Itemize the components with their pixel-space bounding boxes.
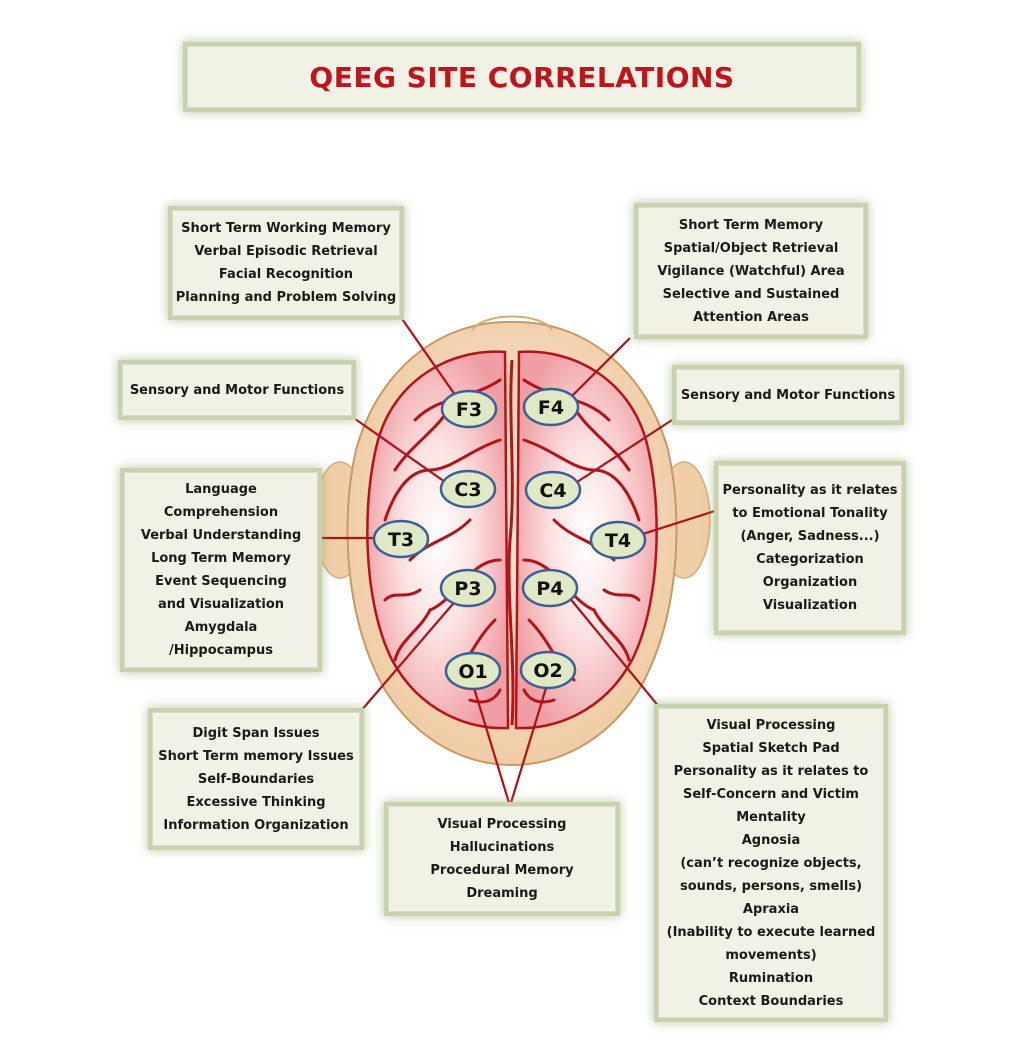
t3-correlations-box: Language Comprehension Verbal Understand… [124, 472, 318, 668]
p3-correlations-box: Digit Span Issues Short Term memory Issu… [152, 712, 360, 846]
box-line: (Anger, Sadness...) [740, 529, 880, 544]
connector-o1 [472, 687, 512, 807]
box-line: (Inability to execute learned [666, 924, 876, 940]
box-line: Personality as it relates to [673, 763, 869, 779]
connector-o2 [508, 687, 548, 807]
site-label-c3: C3 [454, 479, 481, 501]
box-line: Sensory and Motor Functions [129, 382, 345, 398]
box-line: Visual Processing [437, 817, 567, 832]
site-o2: O2 [519, 650, 577, 690]
box-line: Comprehension [163, 505, 279, 520]
site-label-t3: T3 [388, 529, 414, 551]
box-line: Excessive Thinking [186, 794, 326, 810]
box-line: Self-Concern and Victim [683, 786, 859, 802]
site-label-c4: C4 [539, 480, 566, 502]
box-line: movements) [725, 947, 817, 963]
connector-c3 [347, 413, 449, 485]
site-t3: T3 [372, 519, 430, 559]
f3-correlations-box: Short Term Working Memory Verbal Episodi… [172, 210, 400, 316]
box-line: Verbal Episodic Retrieval [194, 244, 378, 259]
box-line: Facial Recognition [218, 267, 354, 282]
connector-f4 [565, 337, 631, 403]
site-label-p4: P4 [536, 578, 563, 600]
box-line: Visualization [762, 598, 858, 613]
site-p4: P4 [521, 568, 579, 608]
box-line: Digit Span Issues [192, 725, 320, 741]
box-line: Event Sequencing [155, 574, 287, 589]
electrode-nodes: F3 F4 C3 C4 T3 T4 P3 P4 [372, 387, 647, 691]
site-f4: F4 [522, 387, 580, 427]
box-line: Categorization [756, 552, 864, 567]
box-line: Hallucinations [449, 840, 555, 855]
box-line: Selective and Sustained [662, 286, 840, 302]
box-line: sounds, persons, smells) [679, 878, 863, 894]
box-line: Language [185, 482, 257, 497]
box-line: Agnosia [741, 832, 801, 848]
box-line: Short Term Working Memory [181, 221, 391, 236]
box-line: and Visualization [157, 597, 285, 612]
site-t4: T4 [589, 520, 647, 560]
site-label-p3: P3 [454, 578, 481, 600]
c3-correlations-box: Sensory and Motor Functions [122, 364, 352, 416]
page-title-box: QEEG SITE CORRELATIONS [187, 46, 857, 108]
box-line: Dreaming [466, 886, 538, 901]
site-c4: C4 [524, 470, 582, 510]
box-line: Mentality [736, 809, 806, 825]
site-label-f4: F4 [538, 397, 564, 419]
connector-p4 [567, 595, 661, 709]
box-line: Apraxia [742, 901, 800, 917]
page-title: QEEG SITE CORRELATIONS [309, 60, 735, 94]
box-line: Personality as it relates [722, 483, 898, 498]
box-line: /Hippocampus [169, 643, 273, 658]
connector-p3 [359, 597, 459, 713]
site-o1: O1 [444, 651, 502, 691]
box-line: Short Term Memory [678, 217, 824, 233]
box-line: Context Boundaries [698, 993, 844, 1009]
site-label-o1: O1 [458, 661, 487, 683]
site-label-o2: O2 [533, 660, 562, 682]
connector-f3 [399, 315, 461, 403]
o1-o2-correlations-box: Visual Processing Hallucinations Procedu… [388, 806, 616, 912]
box-line: Organization [762, 575, 858, 590]
box-line: Planning and Problem Solving [175, 290, 397, 305]
box-line: Verbal Understanding [140, 528, 302, 543]
box-line: Short Term memory Issues [158, 748, 354, 764]
site-label-f3: F3 [456, 399, 482, 421]
box-line: Spatial Sketch Pad [702, 740, 840, 756]
box-line: Sensory and Motor Functions [680, 387, 896, 403]
f4-correlations-box: Short Term Memory Spatial/Object Retriev… [638, 207, 864, 335]
box-line: Procedural Memory [430, 863, 574, 878]
box-line: Attention Areas [693, 309, 809, 325]
t4-correlations-box: Personality as it relates to Emotional T… [718, 465, 902, 631]
site-c3: C3 [439, 469, 497, 509]
site-p3: P3 [439, 568, 497, 608]
box-line: Visual Processing [706, 717, 836, 733]
site-label-t4: T4 [605, 530, 631, 552]
c4-correlations-box: Sensory and Motor Functions [676, 369, 900, 421]
site-f3: F3 [440, 389, 498, 429]
connector-c4 [573, 419, 673, 485]
box-line: Rumination [728, 970, 814, 986]
box-line: Amygdala [184, 620, 258, 635]
box-line: Spatial/Object Retrieval [663, 240, 839, 256]
box-line: (can’t recognize objects, [680, 855, 862, 871]
box-line: Vigilance (Watchful) Area [657, 263, 845, 279]
connector-t4 [629, 508, 719, 540]
box-line: Information Organization [163, 817, 349, 833]
box-line: Long Term Memory [151, 551, 291, 566]
box-line: Self-Boundaries [197, 771, 315, 787]
box-line: to Emotional Tonality [732, 506, 888, 521]
p4-correlations-box: Visual Processing Spatial Sketch Pad Per… [658, 708, 884, 1018]
